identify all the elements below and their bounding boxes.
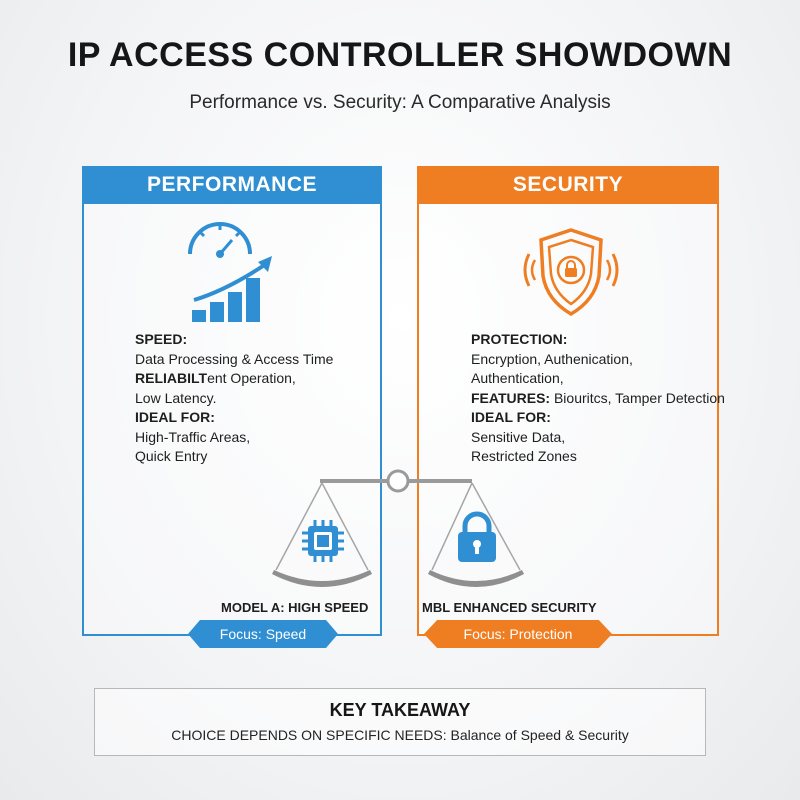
ideal-for-item-1: Sensitive Data, <box>471 428 566 445</box>
ideal-for-item-2: Restricted Zones <box>471 448 577 464</box>
key-takeaway-text: CHOICE DEPENDS ON SPECIFIC NEEDS: Balanc… <box>171 727 629 743</box>
model-a-label: MODEL A: HIGH SPEED <box>221 600 369 615</box>
performance-panel: PERFORMANCE SPEED: Data Processing & Acc… <box>82 166 382 636</box>
security-details: PROTECTION: Encryption, Authenication, A… <box>471 330 725 467</box>
speedometer-growth-chart-icon <box>182 218 282 331</box>
security-panel-heading: SECURITY <box>417 166 719 204</box>
speed-detail: Data Processing & Access Time <box>135 350 334 367</box>
protection-detail-1: Encryption, Authenication, <box>471 350 633 367</box>
ideal-for-item-1: High-Traffic Areas, <box>135 428 251 445</box>
features-heading: FEATURES: <box>471 389 551 406</box>
ideal-for-item-2: Quick Entry <box>135 448 208 464</box>
page-title: IP ACCESS CONTROLLER SHOWDOWN <box>67 36 733 74</box>
key-takeaway-title: KEY TAKEAWAY <box>329 700 471 720</box>
speed-heading: SPEED: <box>135 331 188 347</box>
padlock-icon <box>455 510 499 569</box>
ideal-for-heading: IDEAL FOR: <box>135 409 215 425</box>
model-b-label: MBL ENHANCED SECURITY <box>422 600 597 615</box>
reliability-detail: ent Operation, <box>207 370 296 386</box>
protection-detail-2: Authentication, <box>471 370 564 386</box>
cpu-chip-icon <box>300 518 346 569</box>
performance-panel-heading: PERFORMANCE <box>82 166 382 204</box>
focus-protection-badge: Focus: Protection <box>424 620 612 648</box>
page-subtitle: Performance vs. Security: A Comparative … <box>189 92 611 113</box>
latency-detail: Low Latency. <box>135 389 217 406</box>
protection-heading: PROTECTION: <box>471 331 568 347</box>
features-detail: Biouritcs, Tamper Detection <box>550 389 725 406</box>
key-takeaway-box: KEY TAKEAWAY CHOICE DEPENDS ON SPECIFIC … <box>94 688 706 756</box>
ideal-for-heading: IDEAL FOR: <box>471 409 551 425</box>
focus-speed-badge: Focus: Speed <box>188 620 338 648</box>
shield-lock-icon <box>515 224 627 325</box>
performance-details: SPEED: Data Processing & Access Time REL… <box>135 330 333 467</box>
reliability-heading: RELIABILT <box>135 370 208 386</box>
